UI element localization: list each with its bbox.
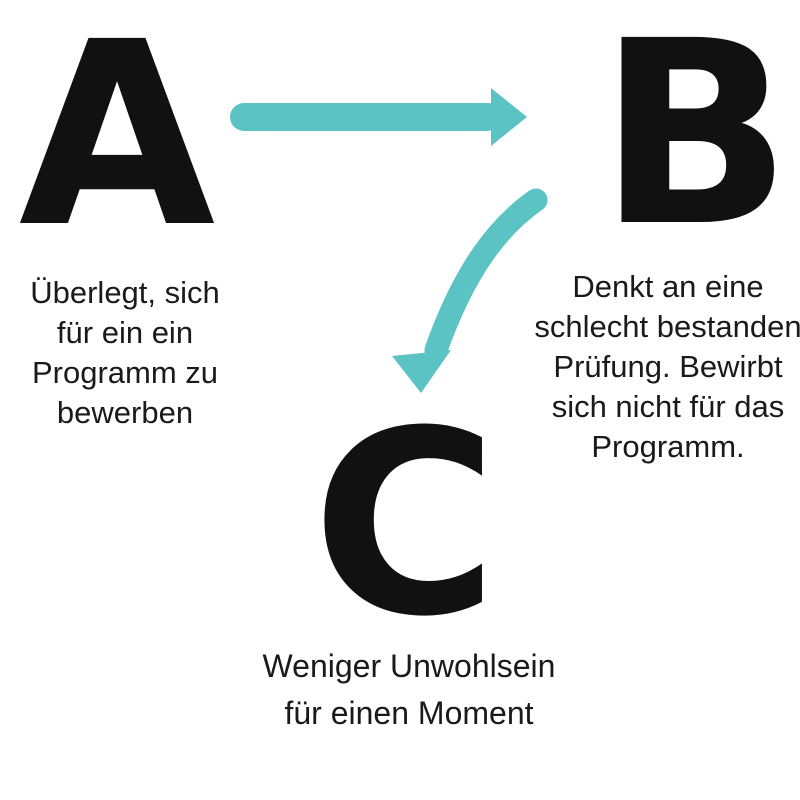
arrow-a-to-b-head-icon	[491, 88, 527, 146]
arrow-b-to-c-shaft	[424, 188, 548, 362]
arrow-a-to-b	[230, 88, 527, 146]
node-a-letter: A	[19, 0, 216, 283]
node-c-letter: C	[312, 376, 498, 672]
node-a-caption: Überlegt, sich für ein ein Programm zu b…	[30, 275, 220, 430]
node-b-caption: Denkt an eine schlecht bestanden Prüfung…	[534, 269, 800, 464]
node-c-caption: Weniger Unwohlsein für einen Moment	[262, 648, 556, 731]
arrow-b-to-c	[392, 188, 548, 393]
arrow-b-to-c-head-icon	[392, 350, 451, 393]
node-b-letter: B	[598, 0, 792, 282]
